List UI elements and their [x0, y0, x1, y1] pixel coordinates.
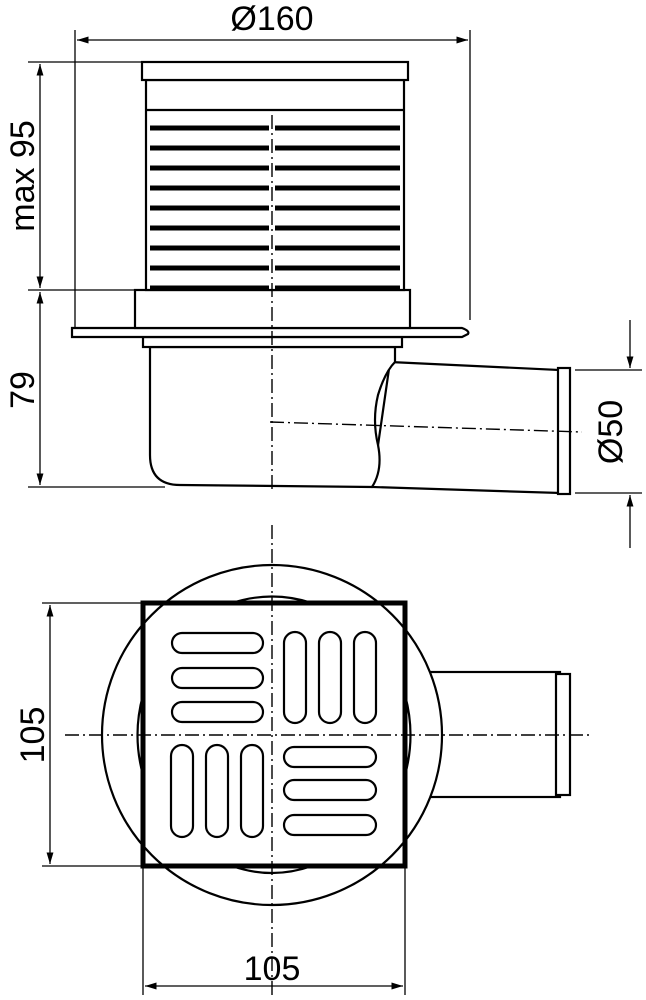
- grate-slot: [317, 630, 343, 725]
- grate-slot: [169, 743, 195, 839]
- grate-slot: [204, 743, 230, 839]
- top-view: 105 105: [14, 525, 592, 995]
- grate-slot: [170, 700, 265, 724]
- dimension-max-height: max 95: [4, 61, 142, 291]
- grate-slot: [282, 745, 378, 769]
- grate-slot: [352, 630, 378, 725]
- dimension-label: Ø160: [230, 0, 313, 38]
- dimension-outlet-diameter: Ø50: [575, 320, 642, 548]
- grate-slots: [169, 630, 378, 839]
- grate-slot: [282, 778, 378, 802]
- dimension-label: max 95: [4, 120, 42, 232]
- grate-slot: [282, 630, 308, 725]
- outlet-centerline: [269, 421, 583, 433]
- grate-slot: [170, 631, 265, 655]
- dimension-grate-height: 105: [14, 602, 143, 867]
- dimension-label: 79: [4, 371, 42, 409]
- dimension-label: 105: [14, 707, 52, 764]
- side-view: Ø160 max 95 79 Ø50: [4, 0, 642, 548]
- dimension-label: Ø50: [592, 400, 630, 464]
- height-extension: [140, 60, 410, 292]
- flange: [70, 326, 470, 339]
- dimension-body-height: 79: [4, 292, 165, 488]
- grate-slot: [239, 743, 265, 839]
- grate-slot: [282, 813, 378, 837]
- grate-slot: [170, 666, 265, 690]
- dimension-top-diameter: Ø160: [74, 0, 471, 328]
